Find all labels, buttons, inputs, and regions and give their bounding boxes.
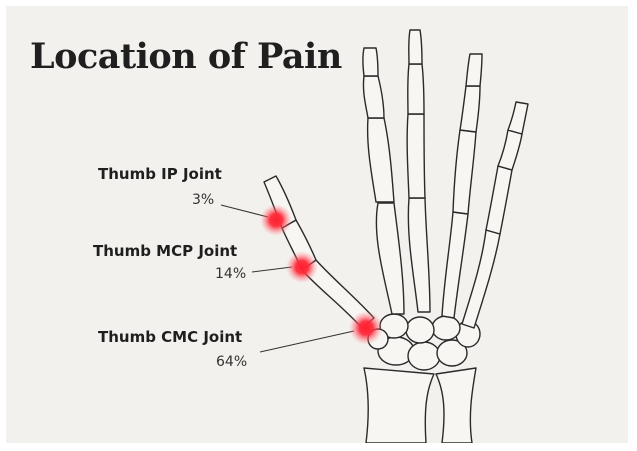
pain-marker-thumb-cmc bbox=[349, 311, 383, 345]
ulna-bone bbox=[436, 368, 476, 443]
infographic-card: Location of Pain Thumb IP Joint 3% Thumb… bbox=[6, 6, 628, 443]
pain-marker-thumb-mcp bbox=[286, 251, 318, 283]
radius-bone bbox=[364, 368, 434, 443]
little-finger bbox=[486, 102, 528, 234]
hand-skeleton-illustration bbox=[6, 6, 628, 443]
thumb bbox=[264, 176, 374, 328]
middle-finger bbox=[407, 30, 425, 198]
index-finger bbox=[363, 48, 394, 202]
leader-line-cmc bbox=[260, 331, 354, 352]
pain-marker-thumb-ip bbox=[260, 204, 292, 236]
ring-finger bbox=[453, 54, 482, 214]
leader-line-mcp bbox=[252, 267, 292, 272]
metacarpal-bones bbox=[376, 198, 500, 328]
hand-bones bbox=[264, 30, 528, 443]
